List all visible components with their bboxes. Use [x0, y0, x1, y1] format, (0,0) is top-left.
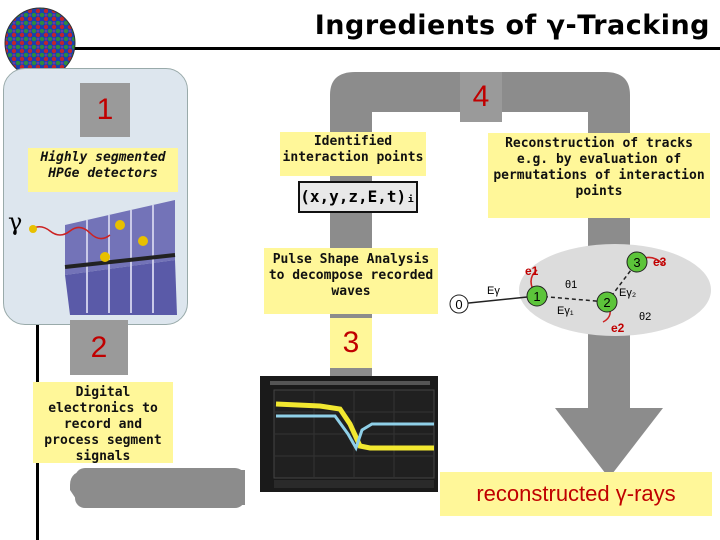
interaction-dot — [115, 220, 125, 230]
page-title: Ingredients of γ-Tracking — [314, 10, 710, 41]
detector-front-face — [65, 260, 177, 315]
step-4-label: Reconstruction of tracks e.g. by evaluat… — [488, 133, 710, 218]
identified-points-label: Identified interaction points — [280, 132, 426, 176]
flow-arrow-head — [555, 408, 663, 478]
gamma-wave-path — [29, 226, 111, 240]
track-point-0 — [449, 294, 469, 314]
step-1-number: 1 — [80, 83, 130, 137]
flow-arrow-bottom-segment — [75, 468, 245, 508]
track-angle-2: θ2 — [639, 311, 651, 323]
track-point-0-label: 0 — [455, 297, 462, 312]
step-3-number: 3 — [330, 318, 372, 368]
gamma-symbol: γ — [8, 208, 23, 236]
detector-ball-logo — [4, 7, 76, 77]
track-energy-e1: e1 — [525, 264, 539, 278]
scope-toolbar — [270, 381, 430, 385]
scope-trace-yellow — [275, 401, 434, 451]
coordinates-tuple: (x,y,z,E,t)ᵢ — [298, 181, 418, 213]
step-1-label: Highly segmented HPGe detectors — [28, 148, 178, 192]
track-ellipse — [519, 244, 711, 336]
step-2-number: 2 — [70, 320, 128, 375]
interaction-dot — [138, 236, 148, 246]
track-point-1 — [526, 285, 548, 307]
oscilloscope-screen — [260, 376, 438, 492]
segmented-detector-graphic — [29, 200, 177, 315]
track-point-2 — [596, 291, 618, 313]
track-egamma-1: Eγ₁ — [557, 305, 574, 317]
track-egamma: Eγ — [487, 285, 500, 297]
step-3-label: Pulse Shape Analysis to decompose record… — [264, 248, 438, 314]
track-diagram: 0 1 2 3 e1 e2 e3 Eγ Eγ₁ Eγ₂ θ1 θ2 — [449, 244, 711, 336]
track-point-2-label: 2 — [603, 295, 610, 310]
track-angle-1: θ1 — [565, 279, 577, 291]
track-energy-e2: e2 — [611, 321, 625, 335]
track-point-3-label: 3 — [633, 255, 640, 270]
interaction-dot — [100, 252, 110, 262]
interaction-dot — [29, 225, 37, 233]
scope-status-bar — [274, 480, 434, 488]
step-2-label: Digital electronics to record and proces… — [33, 382, 173, 464]
step-4-number: 4 — [460, 72, 502, 122]
title-rule — [60, 47, 720, 50]
track-energy-e3: e3 — [653, 255, 667, 269]
track-egamma-2: Eγ₂ — [619, 287, 636, 299]
reconstructed-gamma-rays-label: reconstructed γ-rays — [440, 472, 712, 516]
detector-axis-bar — [64, 253, 176, 269]
track-point-1-label: 1 — [533, 289, 540, 304]
scope-trace-blue — [276, 414, 434, 452]
track-point-3 — [626, 251, 648, 273]
